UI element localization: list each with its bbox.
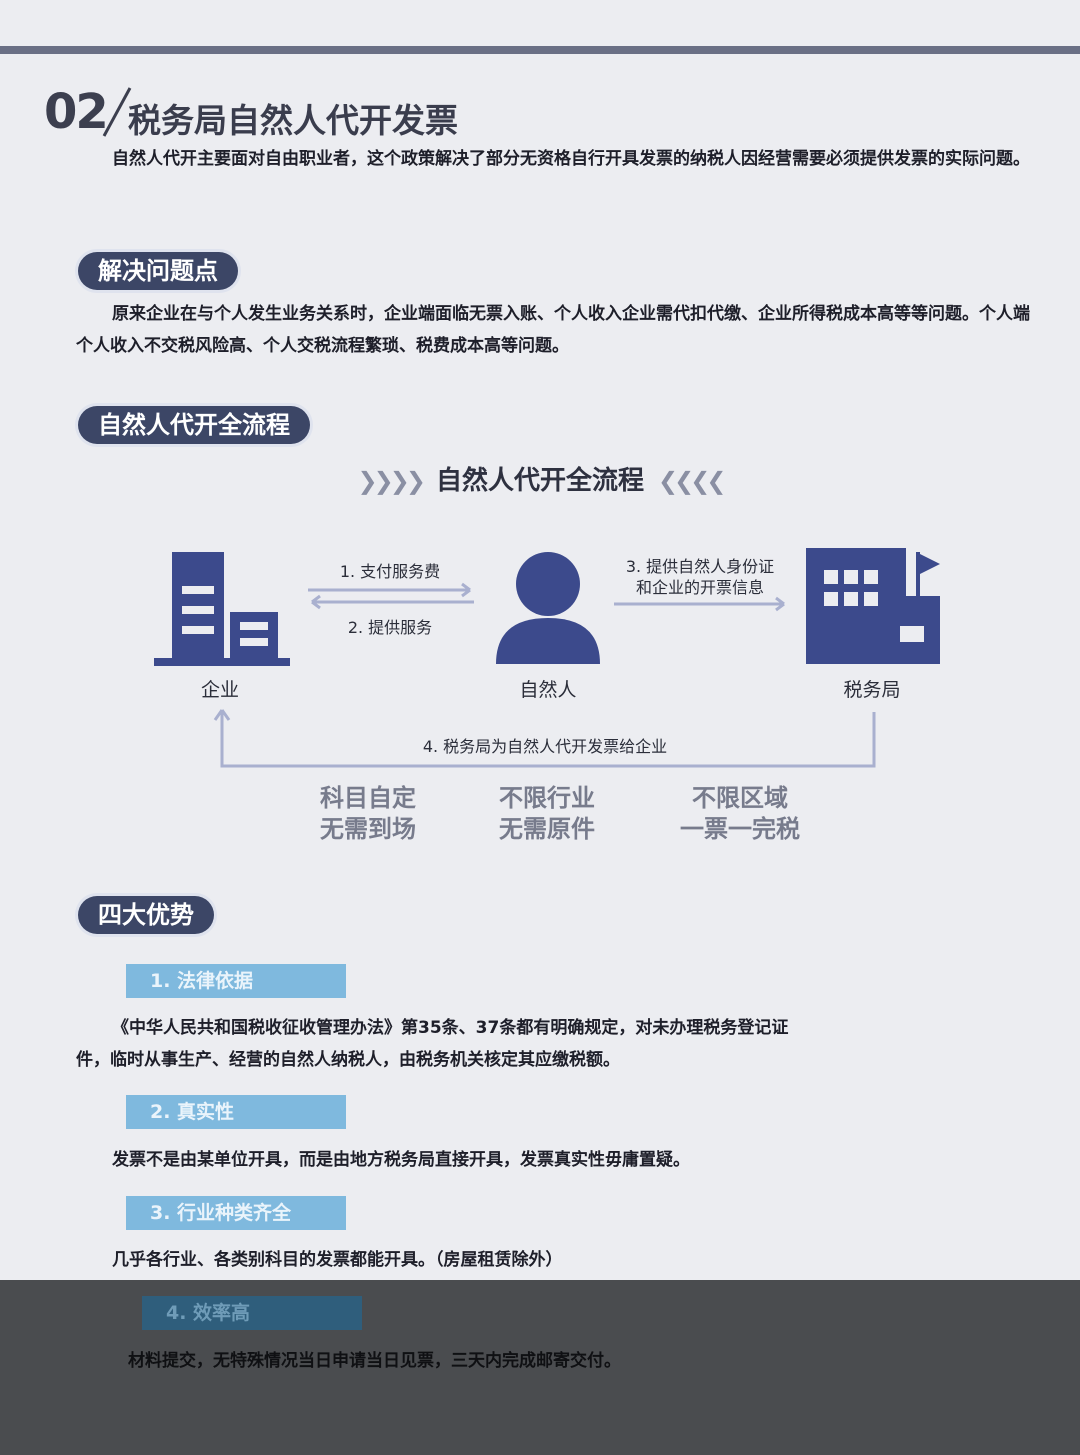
company-label: 企业 <box>200 679 239 701</box>
advantage-1-text-line1: 《中华人民共和国税收征收管理办法》第35条、37条都有明确规定，对未办理税务登记… <box>112 1018 789 1038</box>
step3-label-line1: 3. 提供自然人身份证 <box>625 557 775 576</box>
process-section-pill: 自然人代开全流程 <box>78 406 310 444</box>
advantage-2-text: 发票不是由某单位开具，而是由地方税务局直接开具，发票真实性毋庸置疑。 <box>112 1150 690 1170</box>
company-building-icon <box>154 552 290 666</box>
feature-3-line1: 不限区域 <box>692 784 788 812</box>
problem-paragraph: 原来企业在与个人发生业务关系时，企业端面临无票入账、个人收入企业需代扣代缴、企业… <box>76 304 1030 356</box>
problem-section-pill: 解决问题点 <box>78 252 238 290</box>
advantage-4-text: 材料提交，无特殊情况当日申请当日见票，三天内完成邮寄交付。 <box>128 1351 621 1371</box>
page-title: 税务局自然人代开发票 <box>128 101 458 140</box>
advantage-3-text: 几乎各行业、各类别科目的发票都能开具。（房屋租赁除外） <box>112 1250 563 1270</box>
feature-1-line2: 无需到场 <box>320 815 416 843</box>
slash-decoration <box>102 87 132 137</box>
person-icon <box>496 552 600 664</box>
intro-paragraph: 自然人代开主要面对自由职业者，这个政策解决了部分无资格自行开具发票的纳税人因经营… <box>112 149 1030 169</box>
chevrons-left-icon: ❮❮❮❮ <box>658 467 726 495</box>
advantage-2-tag: 2. 真实性 <box>126 1095 346 1129</box>
flow-heading-text: 自然人代开全流程 <box>435 466 644 496</box>
tax-bureau-building-icon <box>806 548 940 664</box>
feature-3: 不限区域 一票一完税 <box>660 783 820 845</box>
step2-label: 2. 提供服务 <box>347 618 433 637</box>
section-number: 02 <box>44 84 109 140</box>
tax-bureau-label: 税务局 <box>843 679 901 701</box>
advantage-1-text-line2: 件，临时从事生产、经营的自然人纳税人，由税务机关核定其应缴税额。 <box>76 1050 620 1070</box>
feature-2-line2: 无需原件 <box>499 815 595 843</box>
advantage-4-tag: 4. 效率高 <box>142 1296 362 1330</box>
flow-heading: ❯❯❯❯ 自然人代开全流程 ❮❮❮❮ <box>0 460 1080 497</box>
top-divider-bar <box>0 46 1080 54</box>
feature-1-line1: 科目自定 <box>320 784 416 812</box>
advantage-1-tag: 1. 法律依据 <box>126 964 346 998</box>
feature-2-line1: 不限行业 <box>499 784 595 812</box>
feature-2: 不限行业 无需原件 <box>467 783 627 845</box>
advantage-3-tag: 3. 行业种类齐全 <box>126 1196 346 1230</box>
step3-label-line2: 和企业的开票信息 <box>635 578 764 597</box>
feature-1: 科目自定 无需到场 <box>288 783 448 845</box>
step1-label: 1. 支付服务费 <box>339 562 441 581</box>
person-label: 自然人 <box>519 679 577 701</box>
flow-arrows <box>213 582 876 768</box>
chevrons-right-icon: ❯❯❯❯ <box>357 467 426 495</box>
step4-label: 4. 税务局为自然人代开发票给企业 <box>422 737 668 756</box>
advantages-section-pill: 四大优势 <box>78 896 214 934</box>
feature-3-line2: 一票一完税 <box>680 815 800 843</box>
